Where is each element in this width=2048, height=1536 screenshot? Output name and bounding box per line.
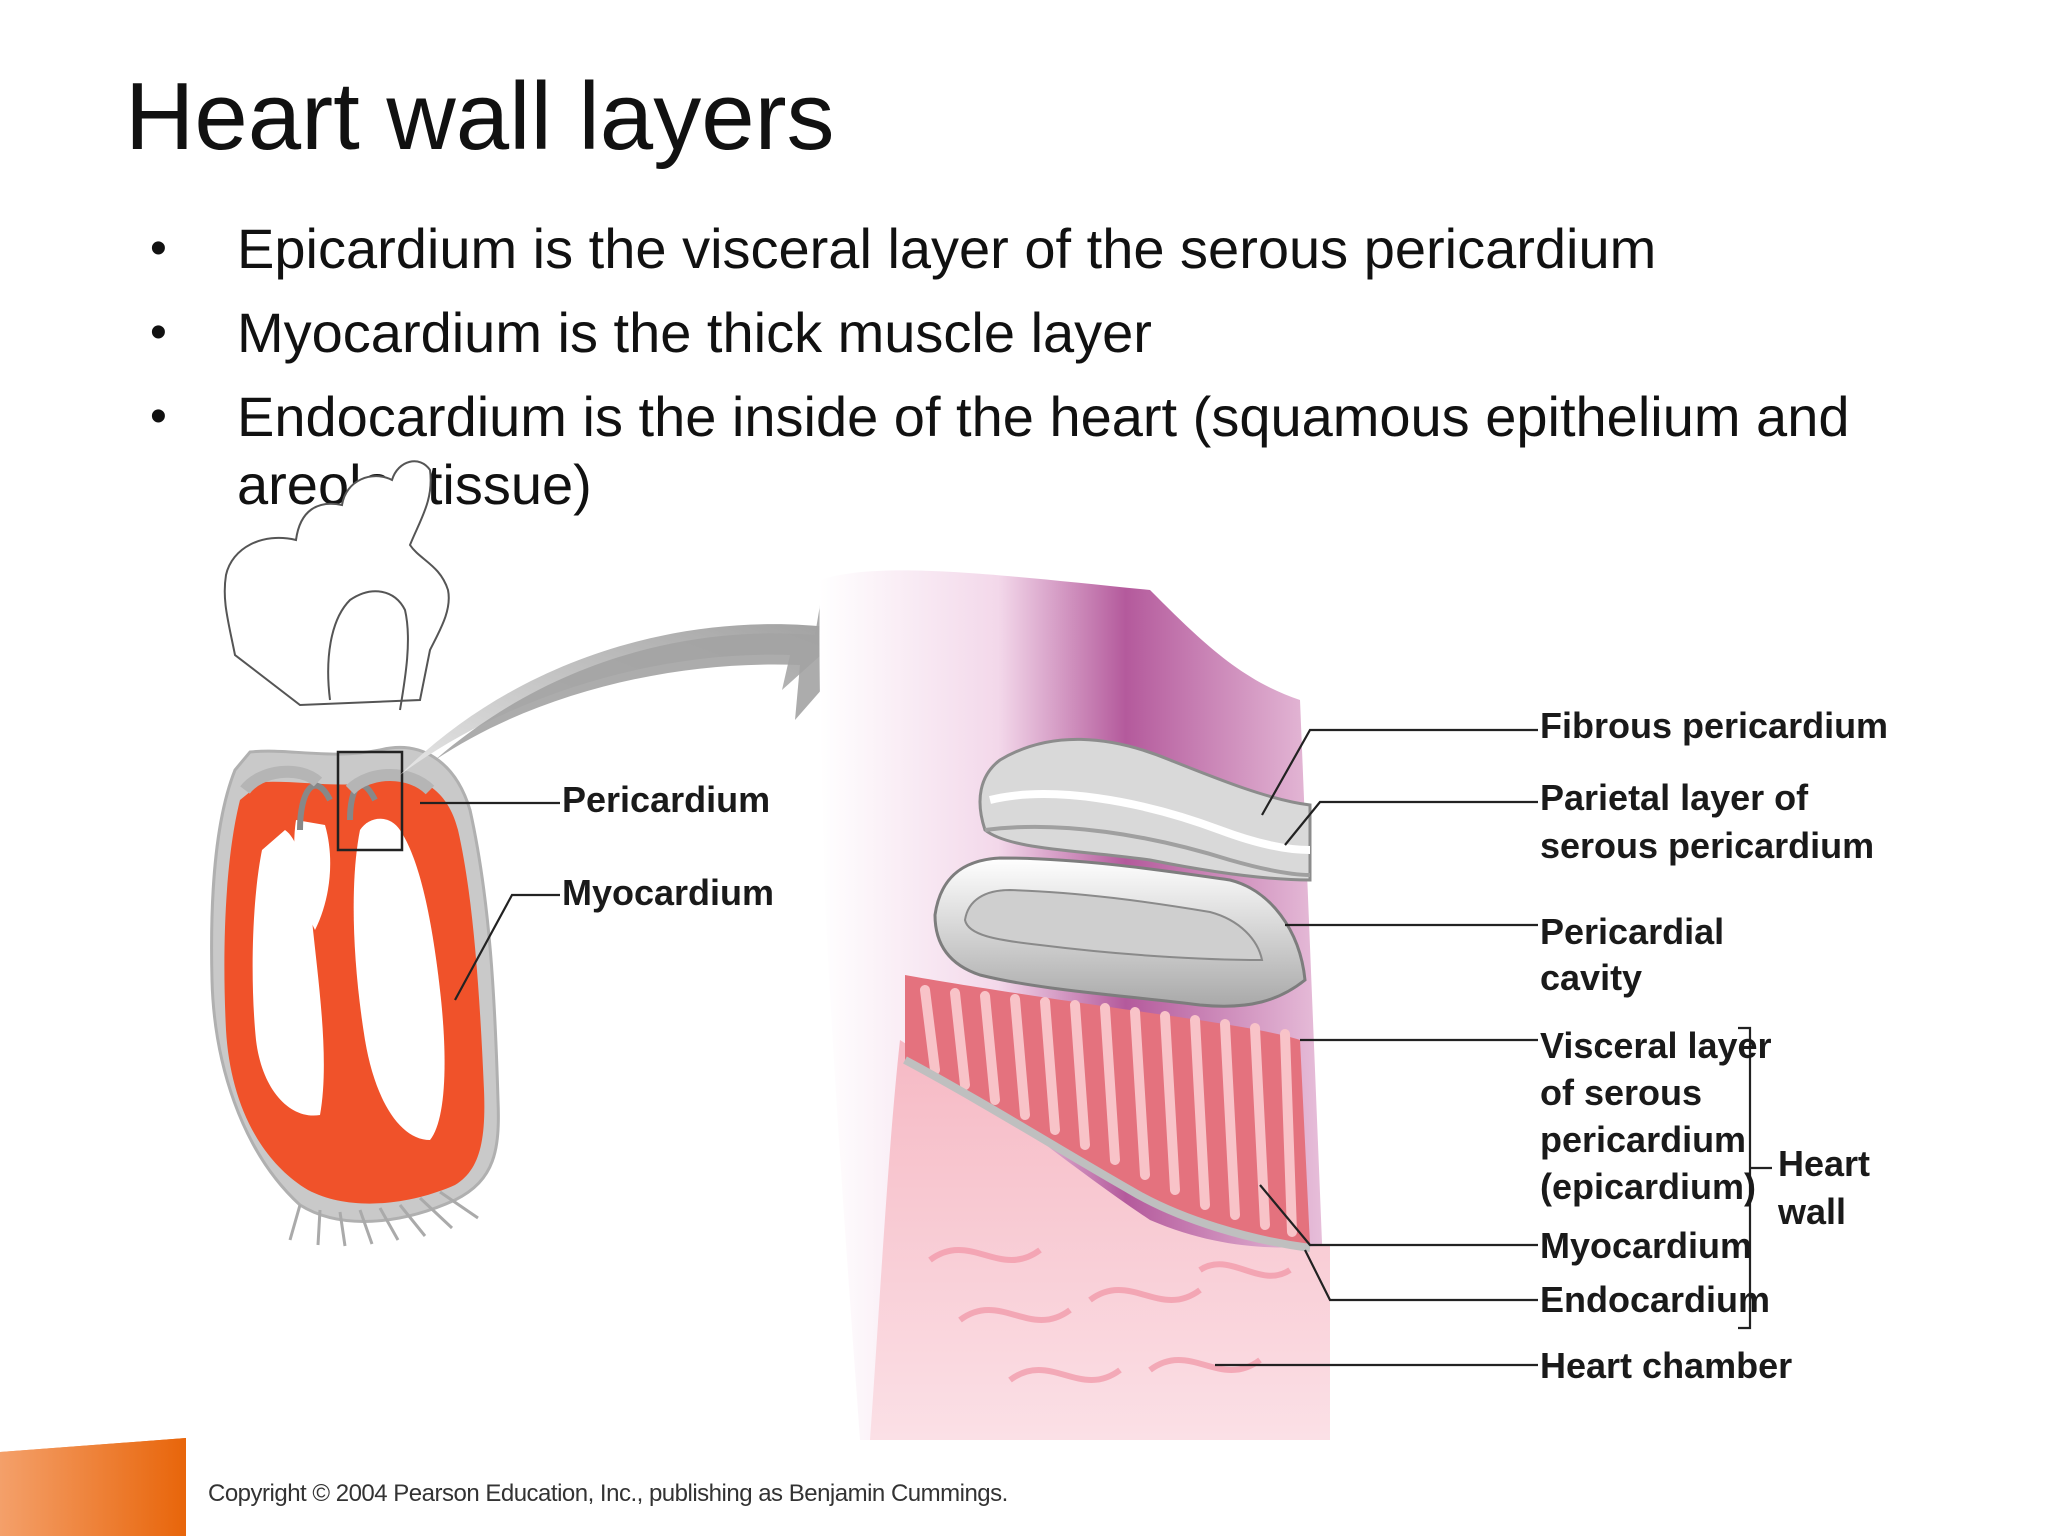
label-parietal-line2: serous pericardium (1540, 825, 1874, 866)
label-visceral-line2: of serous (1540, 1072, 1702, 1113)
label-visceral-line3: pericardium (1540, 1119, 1746, 1160)
bullet-text: Epicardium is the visceral layer of the … (237, 217, 1657, 280)
leader-lines (420, 728, 1772, 1367)
wall-section-illustration (819, 570, 1330, 1440)
label-heart-chamber: Heart chamber (1540, 1345, 1792, 1386)
magnify-arrow (400, 600, 860, 775)
label-pericardium-left: Pericardium (562, 779, 770, 820)
label-heart-wall-line1: Heart (1778, 1143, 1870, 1184)
bullet-item: • Myocardium is the thick muscle layer (150, 299, 1930, 367)
bullet-item: • Epicardium is the visceral layer of the… (150, 215, 1930, 283)
slide-title: Heart wall layers (125, 63, 835, 170)
label-visceral-line1: Visceral layer (1540, 1025, 1772, 1066)
bullet-dot: • (150, 390, 167, 443)
label-cavity-line1: Pericardial (1540, 911, 1724, 952)
bullet-text: Myocardium is the thick muscle layer (237, 301, 1152, 364)
bullet-dot: • (150, 306, 167, 359)
label-cavity-line2: cavity (1540, 957, 1642, 998)
label-visceral-line4: (epicardium) (1540, 1166, 1756, 1207)
label-myocardium-right: Myocardium (1540, 1225, 1752, 1266)
orange-accent-bar (0, 1438, 186, 1536)
heart-section-illustration (210, 460, 500, 1247)
label-endocardium: Endocardium (1540, 1279, 1770, 1320)
label-heart-wall-line2: wall (1777, 1191, 1846, 1232)
bullet-dot: • (150, 222, 167, 275)
bullet-list: • Epicardium is the visceral layer of the… (150, 215, 1930, 535)
label-myocardium-left: Myocardium (562, 872, 774, 913)
label-parietal-line1: Parietal layer of (1540, 777, 1809, 818)
label-fibrous-pericardium: Fibrous pericardium (1540, 705, 1888, 746)
copyright-notice: Copyright © 2004 Pearson Education, Inc.… (208, 1480, 1008, 1507)
